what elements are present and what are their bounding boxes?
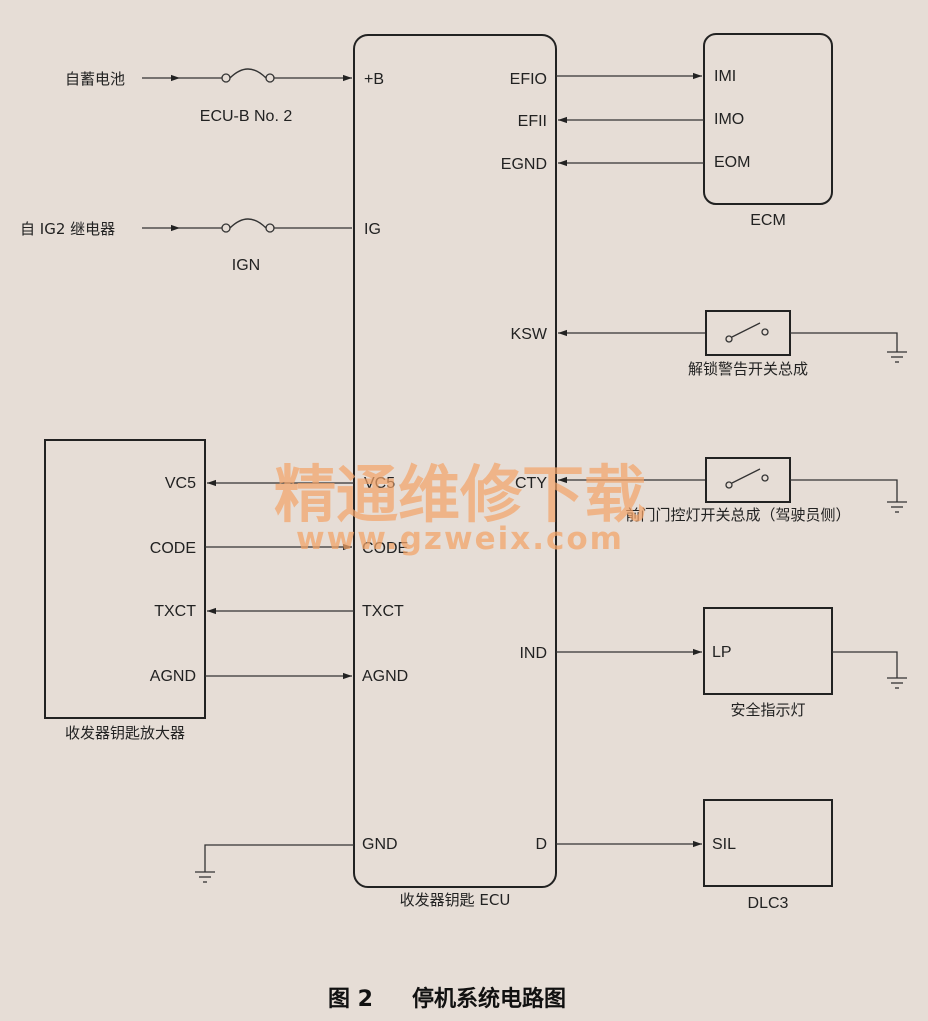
amp-pin-agnd: AGND xyxy=(150,668,196,685)
fuse-ign-icon xyxy=(221,218,275,233)
security-light-pin-lp: LP xyxy=(712,644,732,661)
ecu-pin-ksw: KSW xyxy=(511,326,548,343)
ig2-relay-source-label: 自 IG2 继电器 xyxy=(20,220,115,238)
dlc3-pin-sil: SIL xyxy=(712,836,736,853)
ecu-ground-icon xyxy=(195,871,215,883)
amp-pin-txct: TXCT xyxy=(154,603,196,620)
unlock-warning-switch-box xyxy=(705,310,791,356)
ecu-pin-code: CODE xyxy=(362,540,408,557)
amp-pin-code: CODE xyxy=(150,540,196,557)
ecu-pin-txct: TXCT xyxy=(362,603,404,620)
figure-number: 图 2 xyxy=(328,987,373,1012)
transponder-key-ecu-box xyxy=(353,34,557,888)
door-courtesy-switch-box xyxy=(705,457,791,503)
amp-pin-vc5: VC5 xyxy=(165,475,196,492)
watermark-url: www.gzweix.com xyxy=(296,521,624,557)
ecu-pin-b: +B xyxy=(364,71,384,88)
ecu-pin-ind: IND xyxy=(519,645,547,662)
transponder-amplifier-label: 收发器钥匙放大器 xyxy=(65,724,185,742)
fuse-ign-label: IGN xyxy=(232,257,260,274)
transponder-amplifier-box xyxy=(44,439,206,719)
ecu-gnd-wire xyxy=(204,844,354,872)
transponder-key-ecu-label: 收发器钥匙 ECU xyxy=(400,891,511,909)
ecu-pin-efii: EFII xyxy=(518,113,547,130)
ecu-pin-vc5: VC5 xyxy=(364,475,395,492)
cty-ground-icon xyxy=(887,501,907,513)
figure-title: 停机系统电路图 xyxy=(412,986,566,1012)
lp-ground-wire xyxy=(832,651,898,678)
unlock-warning-switch-label: 解锁警告开关总成 xyxy=(688,360,808,378)
ecm-box xyxy=(703,33,833,205)
ecu-pin-gnd: GND xyxy=(362,836,398,853)
ecu-pin-egnd: EGND xyxy=(501,156,547,173)
ecm-pin-imo: IMO xyxy=(714,111,744,128)
watermark-text: 精通维修下载 xyxy=(274,458,646,531)
ecm-pin-imi: IMI xyxy=(714,68,736,85)
cty-ground-wire xyxy=(790,479,898,502)
ecu-pin-agnd: AGND xyxy=(362,668,408,685)
battery-source-label: 自蓄电池 xyxy=(65,70,125,88)
ksw-ground-icon xyxy=(887,351,907,363)
security-light-label: 安全指示灯 xyxy=(730,701,805,719)
ecm-label: ECM xyxy=(750,212,786,229)
ecu-pin-ig: IG xyxy=(364,221,381,238)
security-light-box xyxy=(703,607,833,695)
ecu-pin-d: D xyxy=(535,836,547,853)
fuse-ecu-b-icon xyxy=(221,68,275,83)
unlock-warning-switch-icon xyxy=(725,322,769,343)
lp-ground-icon xyxy=(887,677,907,689)
dlc3-label: DLC3 xyxy=(748,895,789,912)
ecu-pin-cty: CTY xyxy=(515,475,547,492)
ksw-ground-wire xyxy=(790,332,898,352)
ecu-pin-efio: EFIO xyxy=(510,71,547,88)
dlc3-box xyxy=(703,799,833,887)
door-courtesy-switch-icon xyxy=(725,468,769,489)
fuse-ecu-b-label: ECU-B No. 2 xyxy=(200,108,293,125)
ecm-pin-eom: EOM xyxy=(714,154,750,171)
door-courtesy-switch-label: 前门门控灯开关总成（驾驶员侧） xyxy=(625,506,850,524)
